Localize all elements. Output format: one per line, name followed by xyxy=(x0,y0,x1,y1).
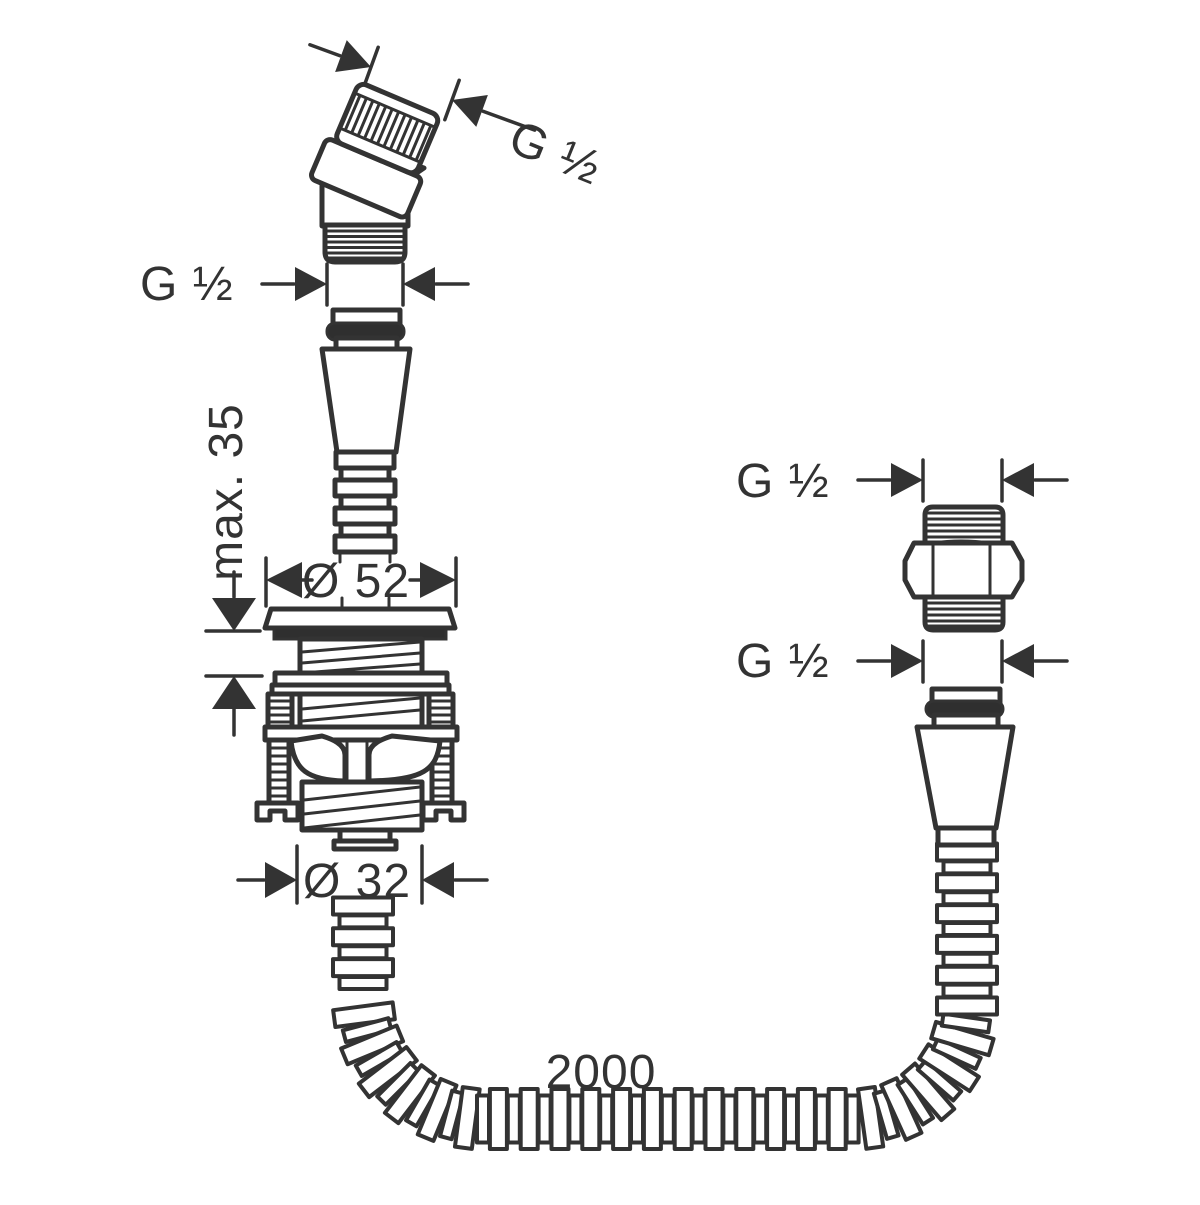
hose-segment xyxy=(505,1093,522,1145)
hose-segment xyxy=(721,1093,738,1145)
hose-segment xyxy=(783,1093,799,1145)
lock-ring-right-ribs xyxy=(429,699,453,724)
cone xyxy=(319,346,413,455)
left-thread-dimension: G ½ xyxy=(140,258,470,311)
hose-segment xyxy=(939,1011,993,1035)
screw-right-ribs xyxy=(432,746,452,798)
max-depth-dimension: max. 35 xyxy=(200,403,264,737)
hose-length-label: 2000 xyxy=(546,1046,657,1099)
hose-segment xyxy=(941,859,993,876)
lock-ring-left-ribs xyxy=(268,699,292,724)
max-depth-label: max. 35 xyxy=(200,403,253,581)
hose-segment xyxy=(487,1087,509,1151)
union-top-thread-dimension: G ½ xyxy=(736,455,1069,508)
clamp-foot-left xyxy=(254,800,301,823)
knurl-lines xyxy=(344,94,433,161)
escutcheon-diameter-dimension: Ø 52 xyxy=(264,555,458,608)
hose-segment xyxy=(795,1087,817,1151)
hose-segment xyxy=(331,895,395,917)
hose-segment xyxy=(935,872,999,894)
union-bottom-thread-dimension: G ½ xyxy=(736,635,1069,688)
hose-segment xyxy=(941,982,993,999)
hose-segment xyxy=(567,1093,584,1145)
hose-segment xyxy=(941,921,993,937)
hose-segment xyxy=(337,975,389,991)
clamp-foot-right xyxy=(420,800,467,823)
angled-connector xyxy=(309,81,441,265)
hose-segment xyxy=(518,1087,540,1151)
hose-segment xyxy=(629,1093,645,1145)
hose-segment xyxy=(935,933,999,955)
hose-segment xyxy=(752,1093,769,1145)
hose-segment xyxy=(475,1093,491,1145)
hose-connector-left xyxy=(319,307,413,564)
clamp-petal-left xyxy=(288,733,348,784)
clamp-petal-right xyxy=(366,733,443,784)
hose-segment xyxy=(734,1087,756,1151)
escutcheon-flange xyxy=(262,606,458,631)
hose-connector-right xyxy=(914,686,1016,848)
hose-segment xyxy=(826,1087,848,1151)
union-top-thread-label: G ½ xyxy=(736,455,830,508)
hose-segment xyxy=(672,1087,694,1151)
hose-segment xyxy=(331,926,395,948)
hose-segment xyxy=(941,951,993,968)
hose-segment xyxy=(337,944,389,961)
union-thread-top-lines xyxy=(925,511,1003,539)
left-thread-label: G ½ xyxy=(140,258,234,311)
hose-segment xyxy=(765,1087,787,1151)
hose-segment xyxy=(331,957,395,979)
shower-hose xyxy=(331,841,999,1151)
top-thread-label: G ½ xyxy=(502,111,609,195)
hose-neck-lip xyxy=(331,838,399,852)
hose-segment xyxy=(935,995,999,1017)
hose-segment xyxy=(703,1087,725,1151)
hose-segment xyxy=(337,913,389,930)
escutcheon-diameter-label: Ø 52 xyxy=(302,555,410,608)
union-fitting xyxy=(902,504,1025,633)
screw-left-ribs xyxy=(269,746,289,798)
cone xyxy=(914,724,1016,831)
hose-segment xyxy=(536,1093,553,1145)
hose-segment xyxy=(690,1093,707,1145)
hose-segment xyxy=(598,1093,615,1145)
thread-lines xyxy=(325,229,405,260)
hose-segment xyxy=(659,1093,676,1145)
deck-mount-assembly xyxy=(254,596,467,852)
union-thread-bottom-lines xyxy=(925,601,1003,628)
hose-segment xyxy=(941,890,993,907)
hose-neck-ribs xyxy=(332,449,398,564)
hose-segment xyxy=(844,1093,861,1145)
union-bottom-thread-label: G ½ xyxy=(736,635,830,688)
hose-segment xyxy=(935,903,999,925)
union-hex-nut xyxy=(902,540,1025,600)
hose-segment xyxy=(935,964,999,986)
hose-segment xyxy=(813,1093,830,1145)
